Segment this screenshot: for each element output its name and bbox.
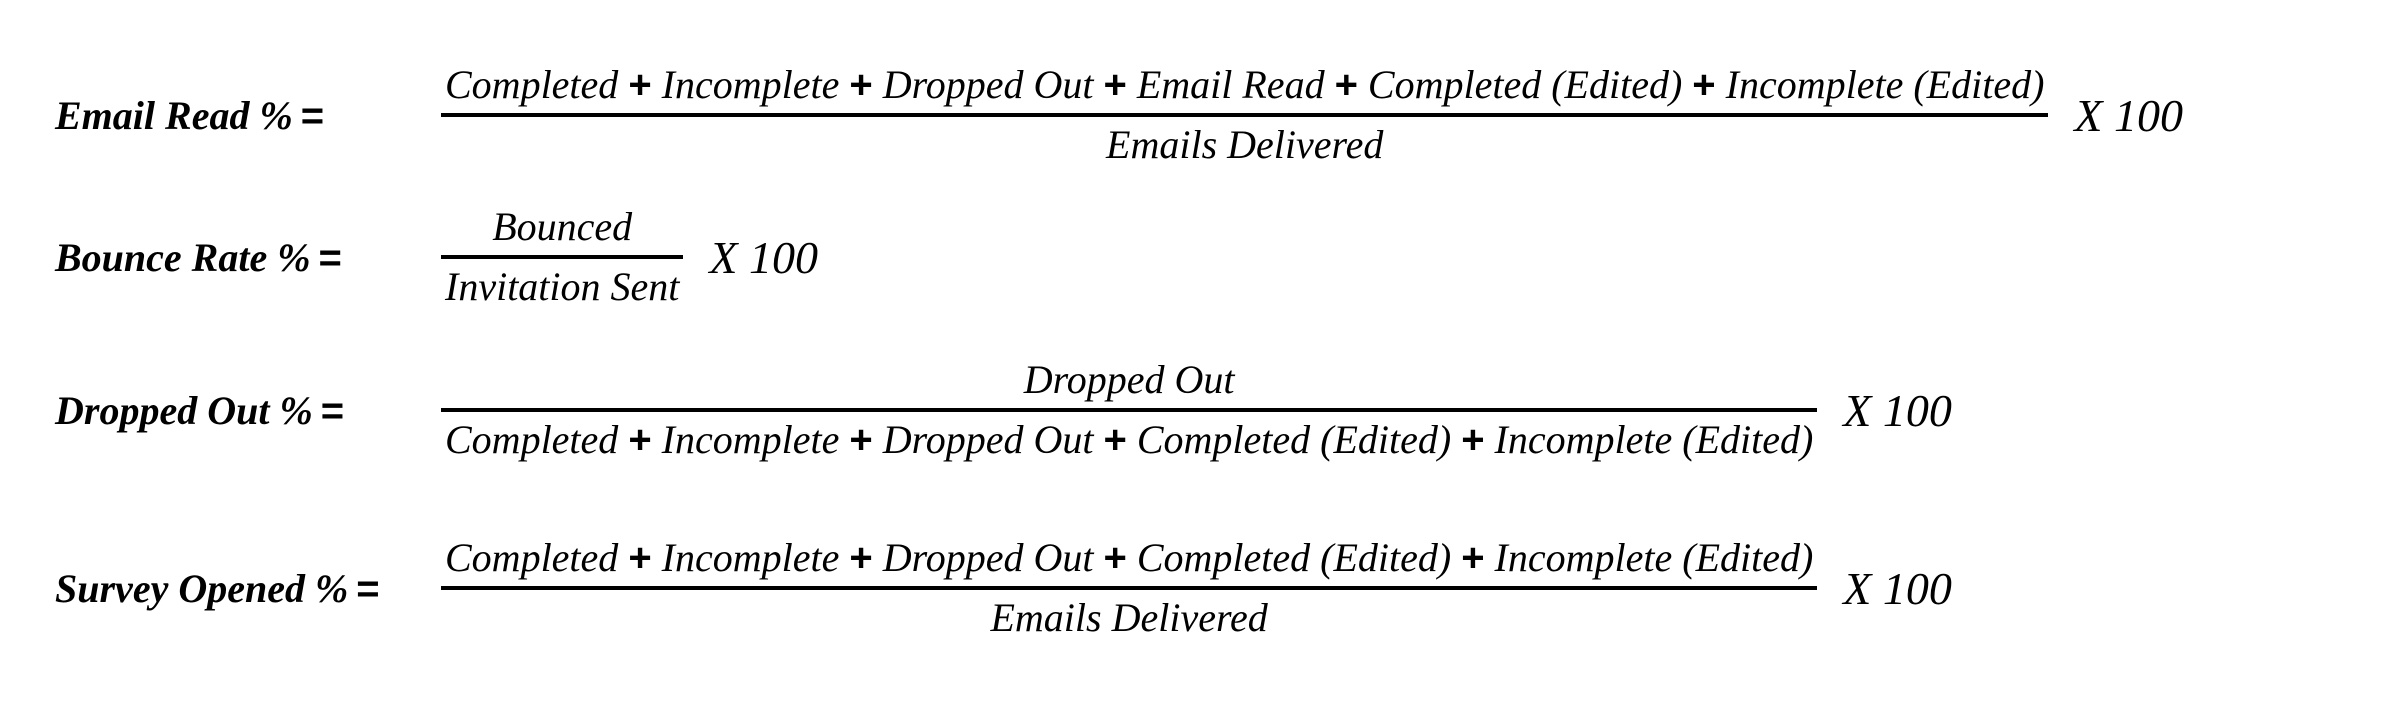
fraction-bar <box>441 586 1818 590</box>
term: Completed <box>445 417 619 462</box>
multiplier: X 100 <box>1843 562 1952 614</box>
fraction: Dropped Out Completed + Incomplete + Dro… <box>441 352 1818 468</box>
equals-sign: = <box>318 235 342 280</box>
numerator: Completed + Incomplete + Dropped Out + E… <box>441 57 2048 113</box>
term: Incomplete <box>661 62 840 107</box>
plus-sign: + <box>1103 418 1127 462</box>
formula-label: Bounce Rate %= <box>55 234 441 281</box>
term: Emails Delivered <box>1106 122 1384 167</box>
equals-sign: = <box>320 388 345 433</box>
plus-sign: + <box>1103 63 1127 107</box>
numerator: Dropped Out <box>1020 352 1239 408</box>
numerator: Bounced <box>488 199 636 255</box>
plus-sign: + <box>628 536 652 580</box>
numerator: Completed + Incomplete + Dropped Out + C… <box>441 530 1817 586</box>
formula-label: Dropped Out %= <box>55 387 441 434</box>
fraction-bar <box>441 255 684 259</box>
label-text: Dropped Out % <box>55 387 313 433</box>
term: Incomplete (Edited) <box>1494 535 1814 580</box>
term: Completed (Edited) <box>1136 417 1452 462</box>
term: Incomplete (Edited) <box>1494 417 1814 462</box>
plus-sign: + <box>849 63 873 107</box>
denominator: Emails Delivered <box>1102 117 1387 173</box>
term: Dropped Out <box>1023 357 1235 402</box>
plus-sign: + <box>1461 418 1485 462</box>
plus-sign: + <box>849 418 873 462</box>
term: Incomplete <box>661 535 840 580</box>
plus-sign: + <box>1692 63 1716 107</box>
fraction-bar <box>441 408 1818 412</box>
plus-sign: + <box>628 63 652 107</box>
denominator: Invitation Sent <box>441 259 683 315</box>
term: Email Read <box>1136 62 1325 107</box>
term: Invitation Sent <box>445 264 680 309</box>
equals-sign: = <box>300 93 325 138</box>
formula-survey-opened: Survey Opened %= Completed + Incomplete … <box>55 530 1952 646</box>
fraction: Completed + Incomplete + Dropped Out + E… <box>441 57 2049 173</box>
plus-sign: + <box>1334 63 1358 107</box>
label-text: Email Read % <box>55 92 293 138</box>
multiplier: X 100 <box>709 231 819 283</box>
plus-sign: + <box>849 536 873 580</box>
term: Incomplete <box>661 417 840 462</box>
term: Completed (Edited) <box>1136 535 1452 580</box>
plus-sign: + <box>1103 536 1127 580</box>
term: Bounced <box>492 204 633 249</box>
term: Completed <box>445 535 619 580</box>
plus-sign: + <box>1461 536 1485 580</box>
term: Dropped Out <box>882 417 1094 462</box>
term: Incomplete (Edited) <box>1725 62 2045 107</box>
term: Completed (Edited) <box>1367 62 1683 107</box>
formula-dropped-out: Dropped Out %= Dropped Out Completed + I… <box>55 352 1952 468</box>
term: Dropped Out <box>882 535 1094 580</box>
formula-label: Email Read %= <box>55 92 441 139</box>
multiplier: X 100 <box>1843 384 1952 436</box>
term: Completed <box>445 62 619 107</box>
label-text: Bounce Rate % <box>55 234 311 280</box>
term: Emails Delivered <box>990 595 1268 640</box>
term: Dropped Out <box>882 62 1094 107</box>
fraction: Completed + Incomplete + Dropped Out + C… <box>441 530 1818 646</box>
formula-bounce-rate: Bounce Rate %= Bounced Invitation Sent X… <box>55 199 818 315</box>
fraction: Bounced Invitation Sent <box>441 199 684 315</box>
multiplier: X 100 <box>2074 89 2183 141</box>
formula-email-read: Email Read %= Completed + Incomplete + D… <box>55 57 2183 173</box>
denominator: Completed + Incomplete + Dropped Out + C… <box>441 412 1817 468</box>
denominator: Emails Delivered <box>986 590 1271 646</box>
label-text: Survey Opened % <box>55 565 349 611</box>
fraction-bar <box>441 113 2049 117</box>
plus-sign: + <box>628 418 652 462</box>
formula-label: Survey Opened %= <box>55 565 441 612</box>
equals-sign: = <box>356 566 380 611</box>
